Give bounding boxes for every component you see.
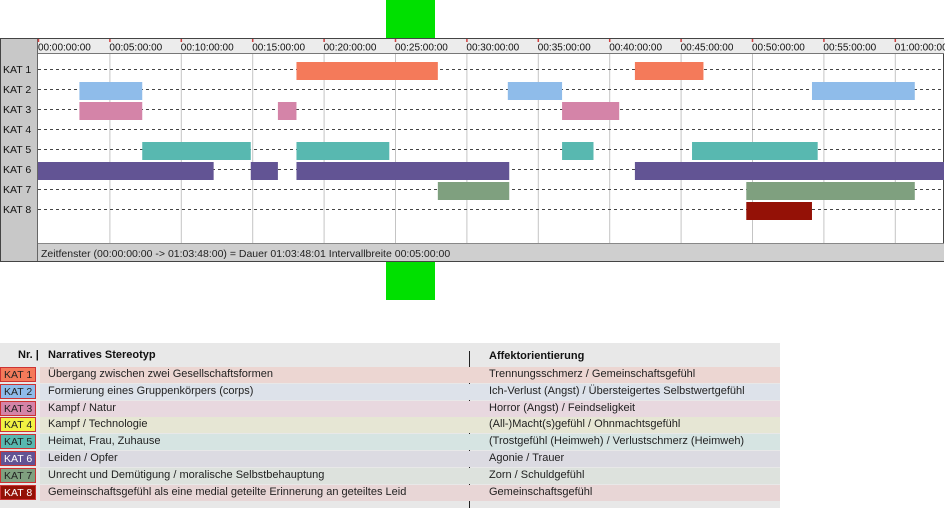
legend-table: Nr. | Narratives Stereotyp Affektorienti… — [0, 343, 780, 508]
segment-bar[interactable] — [296, 162, 510, 180]
category-badge: KAT 5 — [0, 434, 36, 450]
affekt-text: (All-)Macht(s)gefühl / Ohnmachtsgefühl — [489, 418, 681, 431]
tick-label: 00:45:00:00 — [681, 43, 734, 54]
tick-label: 00:25:00:00 — [395, 43, 448, 54]
legend-row: KAT 6 Leiden / Opfer Agonie / Trauer — [0, 451, 780, 467]
category-badge: KAT 6 — [0, 451, 36, 466]
stereotyp-text: Kampf / Natur — [48, 401, 116, 414]
category-label: KAT 5 — [3, 144, 31, 156]
legend-header-stereotyp: Narratives Stereotyp — [48, 349, 156, 361]
segment-bar[interactable] — [692, 142, 818, 160]
stereotyp-text: Übergang zwischen zwei Gesellschaftsform… — [48, 368, 273, 380]
tick-label: 00:15:00:00 — [252, 43, 305, 54]
segment-bar[interactable] — [79, 82, 143, 100]
segment-bar[interactable] — [746, 202, 812, 220]
legend-row-fill — [40, 400, 780, 417]
tick-labels: 00:00:00:00 00:05:00:00 00:10:00:00 00:15:0… — [37, 39, 945, 54]
affekt-text: Ich-Verlust (Angst) / Übersteigertes Sel… — [489, 384, 745, 397]
legend-row: KAT 1 Übergang zwischen zwei Gesellschaft… — [0, 367, 780, 383]
category-badge: KAT 8 — [0, 484, 36, 500]
affekt-text: Horror (Angst) / Feindseligkeit — [489, 401, 636, 414]
category-badge: KAT 3 — [0, 400, 36, 416]
affekt-text: Zorn / Schuldgefühl — [489, 468, 585, 481]
category-badge: KAT 4 — [0, 417, 36, 433]
tick-label: 00:05:00:00 — [109, 43, 162, 54]
affekt-text: (Trostgefühl (Heimweh) / Verlustschmerz … — [489, 435, 745, 448]
segment-bar[interactable] — [746, 182, 915, 200]
legend-row: KAT 3 Kampf / Natur Horror (Angst) / Feind… — [0, 400, 780, 417]
category-badge: KAT 7 — [0, 467, 36, 483]
affekt-text: Agonie / Trauer — [489, 452, 565, 464]
tick-label: 00:20:00:00 — [324, 43, 377, 54]
legend-row: KAT 5 Heimat, Frau, Zuhause (Trostgefühl (… — [0, 434, 780, 451]
legend-row-fill — [40, 383, 780, 400]
legend-row: KAT 7 Unrecht und Demütigung / moralische… — [0, 467, 780, 484]
status-text: Zeitfenster (00:00:00:00 -> 01:03:48:00)… — [41, 248, 450, 260]
stereotyp-text: Gemeinschaftsgefühl als eine medial gete… — [48, 485, 407, 498]
segment-bar[interactable] — [142, 142, 251, 160]
category-label: KAT 4 — [3, 124, 31, 136]
playhead-marker-bottom[interactable] — [386, 262, 435, 300]
playhead-marker-top[interactable] — [386, 0, 435, 38]
legend-row-fill — [40, 451, 780, 467]
legend-header-affekt: Affektorientierung — [489, 350, 585, 362]
legend-row: KAT 2 Formierung eines Gruppenkörpers (co… — [0, 383, 780, 400]
segment-bar[interactable] — [277, 102, 297, 120]
segment-bar[interactable] — [634, 162, 944, 180]
stereotyp-text: Kampf / Technologie — [48, 418, 148, 431]
legend-row-fill — [40, 484, 780, 501]
segment-bar[interactable] — [296, 62, 438, 80]
legend-row: KAT 8 Gemeinschaftsgefühl als eine medial… — [0, 484, 780, 501]
segment-bar[interactable] — [79, 102, 143, 120]
status-strip — [37, 243, 944, 261]
category-label: KAT 7 — [3, 184, 31, 196]
legend-row-fill — [40, 467, 780, 484]
category-label: KAT 6 — [3, 164, 31, 176]
segment-bar[interactable] — [634, 62, 704, 80]
stereotyp-text: Leiden / Opfer — [48, 452, 118, 464]
segment-bar[interactable] — [437, 182, 510, 200]
segment-bar[interactable] — [250, 162, 278, 180]
segment-bar[interactable] — [811, 82, 915, 100]
category-column — [1, 39, 37, 261]
segment-bar[interactable] — [38, 162, 214, 180]
tick-label: 00:00:00:00 — [38, 43, 91, 54]
bars — [38, 62, 944, 220]
tick-label: 00:50:00:00 — [752, 43, 805, 54]
legend-row: KAT 4 Kampf / Technologie (All-)Macht(s)ge… — [0, 417, 780, 434]
category-label: KAT 3 — [3, 104, 31, 116]
segment-bar[interactable] — [562, 102, 620, 120]
legend-row-fill — [40, 417, 780, 434]
time-ruler — [37, 39, 944, 53]
affekt-text: Trennungsschmerz / Gemeinschaftsgefühl — [489, 368, 696, 380]
tick-label: 00:30:00:00 — [466, 43, 519, 54]
stereotyp-text: Heimat, Frau, Zuhause — [48, 435, 161, 448]
legend-row-fill — [40, 434, 780, 451]
tick-label: 01:00:00:00 — [895, 43, 945, 54]
tick-label: 00:10:00:00 — [181, 43, 234, 54]
stereotyp-text: Formierung eines Gruppenkörpers (corps) — [48, 384, 254, 397]
tick-label: 00:35:00:00 — [538, 43, 591, 54]
segment-bar[interactable] — [562, 142, 594, 160]
stereotyp-text: Unrecht und Demütigung / moralische Selb… — [48, 468, 325, 481]
tick-label: 00:40:00:00 — [609, 43, 662, 54]
category-label: KAT 1 — [3, 64, 31, 76]
timeline-chart: 00:00:00:00 00:05:00:00 00:10:00:00 00:15:0… — [0, 38, 945, 262]
legend-row-fill — [40, 367, 780, 383]
segment-bar[interactable] — [296, 142, 390, 160]
category-badge: KAT 2 — [0, 383, 36, 399]
tick-label: 00:55:00:00 — [823, 43, 876, 54]
category-label: KAT 2 — [3, 84, 31, 96]
segment-bar[interactable] — [507, 82, 563, 100]
category-label: KAT 8 — [3, 204, 31, 216]
affekt-text: Gemeinschaftsgefühl — [489, 485, 593, 498]
legend-header-nr: Nr. | — [18, 349, 39, 361]
category-labels: KAT 1 KAT 2 KAT 3 KAT 4 KAT 5 KAT 6 KAT 7 KAT 8 — [3, 64, 31, 216]
category-badge: KAT 1 — [0, 367, 36, 382]
